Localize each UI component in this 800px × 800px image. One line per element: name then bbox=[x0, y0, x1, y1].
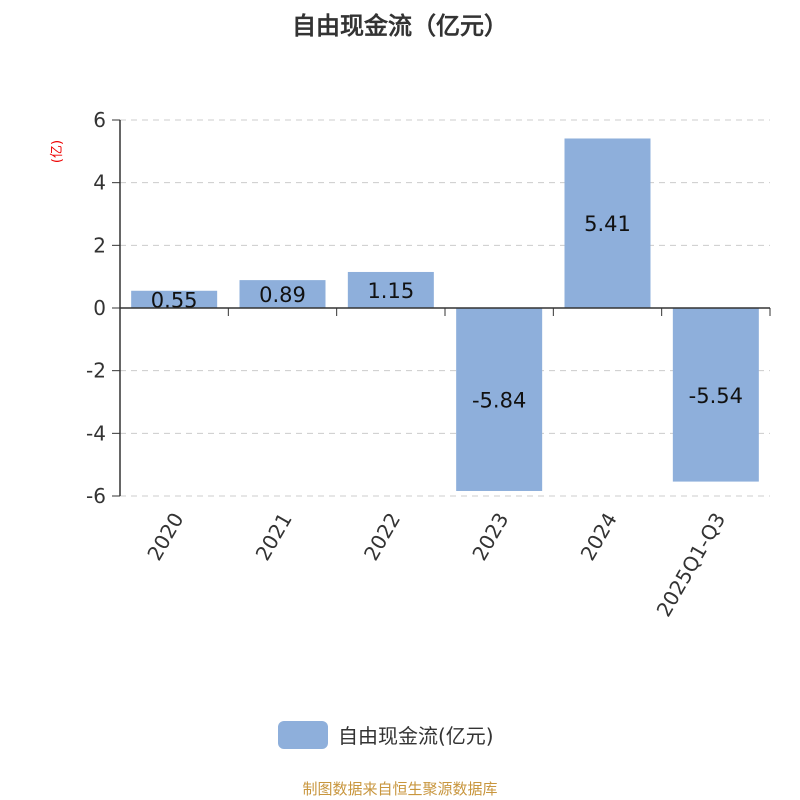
data-label: 5.41 bbox=[584, 212, 631, 236]
legend-label: 自由现金流(亿元) bbox=[338, 724, 494, 748]
y-tick-label: -2 bbox=[86, 359, 106, 383]
y-tick-label: 0 bbox=[93, 296, 106, 320]
x-tick-label: 2024 bbox=[576, 509, 622, 565]
bar bbox=[239, 280, 326, 308]
bar bbox=[564, 138, 651, 308]
x-tick-label: 2023 bbox=[467, 508, 513, 564]
y-tick-label: -4 bbox=[86, 421, 106, 445]
data-label: -5.54 bbox=[689, 384, 743, 408]
legend-swatch bbox=[278, 720, 328, 749]
bar bbox=[347, 271, 434, 308]
y-tick-label: -6 bbox=[86, 484, 106, 508]
data-label: 0.55 bbox=[151, 288, 198, 312]
legend[interactable]: 自由现金流(亿元) bbox=[278, 720, 494, 749]
bar bbox=[672, 308, 759, 482]
source-note: 制图数据来自恒生聚源数据库 bbox=[302, 780, 498, 798]
x-tick-label: 2021 bbox=[251, 509, 297, 565]
x-tick-label: 2025Q1-Q3 bbox=[651, 509, 730, 621]
y-tick-label: 2 bbox=[93, 233, 106, 257]
data-label: 0.89 bbox=[259, 283, 306, 307]
bar bbox=[131, 290, 218, 308]
data-label: -5.84 bbox=[472, 388, 526, 412]
chart-title: 自由现金流（亿元） bbox=[292, 12, 508, 40]
y-tick-label: 4 bbox=[93, 171, 106, 195]
x-tick-label: 2020 bbox=[142, 509, 188, 565]
bar bbox=[456, 308, 543, 491]
y-tick-label: 6 bbox=[93, 108, 106, 132]
data-label: 1.15 bbox=[367, 279, 414, 303]
x-tick-label: 2022 bbox=[359, 509, 405, 565]
